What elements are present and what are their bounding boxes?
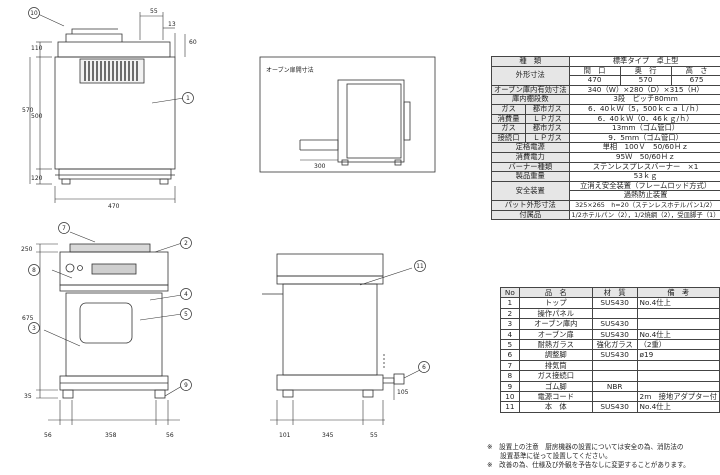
balloon-7: 7 xyxy=(62,226,66,232)
spec-city-value: 6．40ｋＷ（5，500ｋｃａｌ/ｈ） xyxy=(568,103,720,115)
footnote-line: 設置基準に従って設置してください。 xyxy=(487,452,612,460)
balloon-11: 11 xyxy=(416,264,424,270)
parts-header-note: 備 考 xyxy=(636,286,720,299)
dim-13: 13 xyxy=(168,21,176,28)
oven-detail-title: オーブン扉開寸法 xyxy=(266,66,314,74)
dim-570: 570 xyxy=(22,107,34,114)
spec-conn-city-value: 13mm（ゴム管口） xyxy=(568,123,720,134)
dim-105: 105 xyxy=(397,389,409,396)
spec-acc-label: 付属品 xyxy=(491,209,570,221)
dim-55: 55 xyxy=(150,8,158,15)
spec-table: 種 類 標準タイプ 卓上型 外形寸法 間 口 奥 行 高 さ 470 570 6… xyxy=(490,56,720,221)
balloon-6: 6 xyxy=(422,365,426,371)
spec-power-label: 消費電力 xyxy=(491,151,570,163)
oven-door-detail xyxy=(259,56,436,173)
balloon-2: 2 xyxy=(184,241,188,247)
spec-type-value: 標準タイプ 卓上型 xyxy=(568,56,720,67)
balloon-8: 8 xyxy=(32,268,36,274)
front-elevation-top xyxy=(54,28,176,185)
spec-weight-value: 53ｋｇ xyxy=(568,171,720,182)
dim-55-side: 55 xyxy=(370,432,378,439)
dim-56-right: 56 xyxy=(166,432,174,439)
footnote-line: ※ 設置上の注意 厨房機器の設置については安全の為、消防法の xyxy=(487,443,684,451)
spec-pan-label: パット外形寸法 xyxy=(491,199,570,211)
footnotes: ※ 設置上の注意 厨房機器の設置については安全の為、消防法の 設置基準に従って設… xyxy=(487,443,717,470)
balloon-10: 10 xyxy=(30,11,38,17)
spec-volt-value: 単相 100Ｖ 50/60Ｈｚ xyxy=(568,142,720,153)
dim-300: 300 xyxy=(314,163,326,170)
spec-safety-value-2: 過熱防止装置 xyxy=(568,190,720,201)
balloon-1: 1 xyxy=(186,96,190,102)
spec-acc-value: 1/2ホテルパン（2），1/2焼網（2），受皿脚子（1） xyxy=(568,209,720,221)
spec-volt-label: 定格電源 xyxy=(491,142,570,153)
dim-120: 120 xyxy=(31,175,43,182)
balloon-4: 4 xyxy=(184,292,188,298)
dim-60: 60 xyxy=(189,39,197,46)
parts-header-name: 品 名 xyxy=(518,286,593,299)
dim-101: 101 xyxy=(279,432,291,439)
spec-outer-label: 外形寸法 xyxy=(491,65,570,86)
spec-weight-label: 製品重量 xyxy=(491,171,570,182)
balloon-markers xyxy=(28,7,430,391)
balloon-9: 9 xyxy=(184,383,188,389)
dim-675: 675 xyxy=(22,315,34,322)
spec-type-label: 種 類 xyxy=(491,56,570,67)
spec-conn-a: ガス xyxy=(490,123,527,134)
spec-power-value: 95Ｗ 50/60Ｈｚ xyxy=(568,151,720,163)
dim-110: 110 xyxy=(31,45,43,52)
side-elevation xyxy=(262,253,405,398)
footnote-line: ※ 改善の為、仕様及び外観を予告なしに変更することがあります。 xyxy=(487,461,690,469)
spec-city-gas: 都市ガス xyxy=(525,103,570,115)
parts-header-material: 材 質 xyxy=(591,286,638,299)
front-elevation-lower xyxy=(59,243,169,399)
spec-val-d: 570 xyxy=(619,75,672,86)
spec-val-w: 470 xyxy=(568,75,621,86)
dim-358: 358 xyxy=(105,432,117,439)
spec-safety-label: 安全装置 xyxy=(491,180,570,201)
spec-pan-value: 325×265 h=20（ステンレスホテルパン1/2） xyxy=(568,199,720,211)
spec-gas-a: ガス xyxy=(490,103,527,115)
dim-250: 250 xyxy=(21,246,33,253)
dim-470: 470 xyxy=(108,203,120,210)
dim-345: 345 xyxy=(322,432,334,439)
dim-500: 500 xyxy=(31,113,43,120)
parts-header-no: No xyxy=(500,286,520,299)
balloon-5: 5 xyxy=(184,312,188,318)
spec-conn-city: 都市ガス xyxy=(525,123,570,134)
dim-35: 35 xyxy=(24,393,32,400)
spec-val-h: 675 xyxy=(670,75,720,86)
balloon-3: 3 xyxy=(32,326,36,332)
dim-56-left: 56 xyxy=(44,432,52,439)
